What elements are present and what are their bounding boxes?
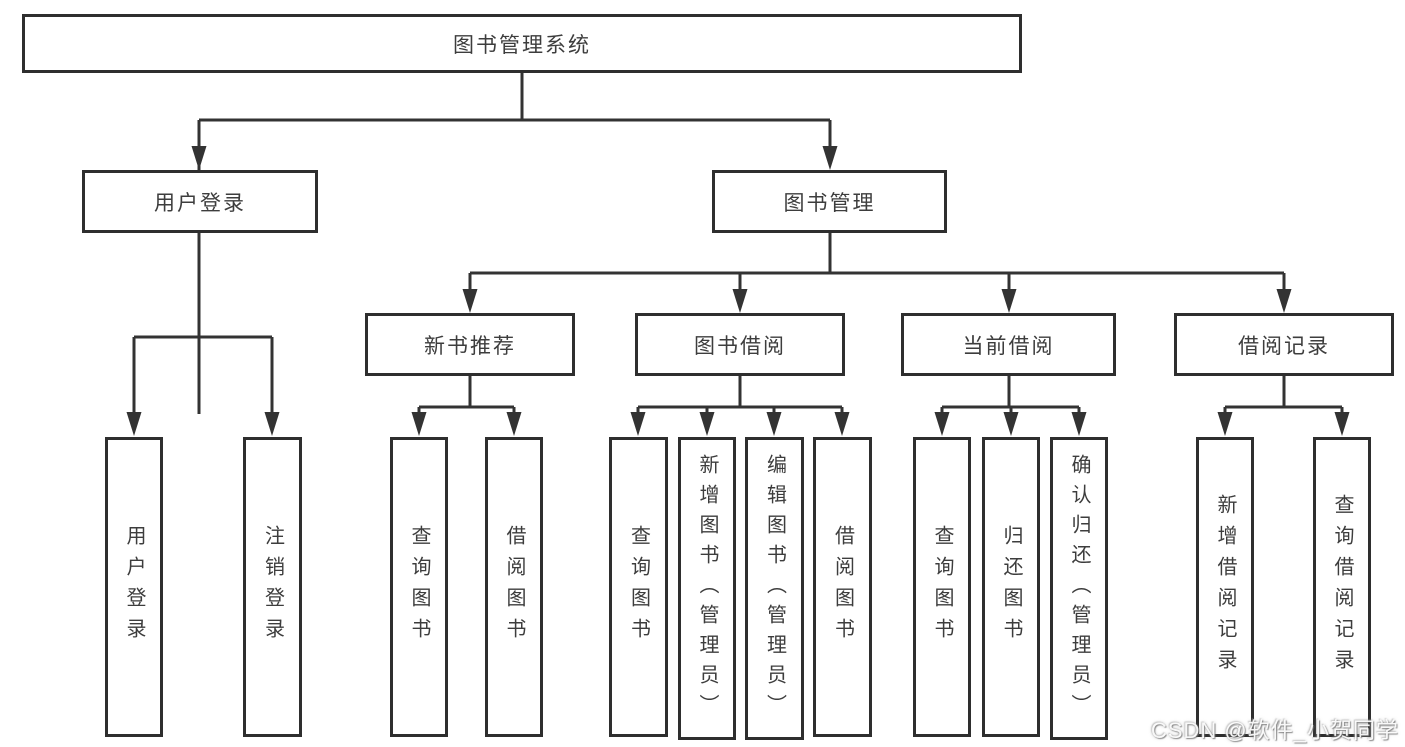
arrow-bb3 (766, 412, 782, 436)
node-book-management: 图书管理 (712, 170, 947, 233)
arrow-logout (264, 412, 280, 436)
arrow-bb4 (834, 412, 850, 436)
node-leaf-nb-borrow-books: 借阅图书 (485, 437, 543, 737)
arrow-bb2 (699, 412, 715, 436)
arrow-br1 (1217, 412, 1233, 436)
node-label: 确认归还（管理员） (1068, 453, 1090, 724)
node-book-borrowing: 图书借阅 (635, 313, 845, 376)
node-leaf-user-login: 用户登录 (105, 437, 163, 737)
arrow-br2 (1334, 412, 1350, 436)
csdn-watermark: CSDN @软件_小贺同学 (1150, 718, 1399, 743)
node-leaf-cb-confirm-return-admin: 确认归还（管理员） (1050, 437, 1108, 740)
arrow-book-borrow (732, 289, 748, 313)
node-leaf-cb-return-books: 归还图书 (982, 437, 1040, 737)
node-leaf-logout: 注销登录 (243, 437, 302, 737)
arrow-new-books (462, 289, 478, 313)
node-label: 用户登录 (123, 525, 145, 649)
node-leaf-bb-add-books-admin: 新增图书（管理员） (678, 437, 736, 740)
node-user-login: 用户登录 (82, 170, 318, 233)
arrow-user-login (191, 146, 207, 170)
node-root: 图书管理系统 (22, 14, 1022, 73)
node-label: 新增借阅记录 (1214, 494, 1236, 680)
node-label: 新增图书（管理员） (696, 453, 718, 724)
node-current-borrowing: 当前借阅 (901, 313, 1116, 376)
node-label: 归还图书 (1000, 525, 1022, 649)
arrow-borrow-records (1276, 289, 1292, 313)
arrow-nb2 (506, 412, 522, 436)
node-label: 查询图书 (627, 525, 650, 649)
node-label: 注销登录 (261, 525, 284, 649)
node-leaf-br-add-record: 新增借阅记录 (1196, 437, 1254, 737)
arrow-login (126, 412, 142, 436)
node-borrow-records: 借阅记录 (1174, 313, 1394, 376)
node-label: 借阅图书 (503, 525, 525, 649)
node-new-book-recommend: 新书推荐 (365, 313, 575, 376)
arrow-book-mgmt (822, 146, 838, 170)
node-leaf-br-query-record: 查询借阅记录 (1313, 437, 1371, 737)
arrow-current-borrow (1001, 289, 1017, 313)
node-leaf-cb-query-books: 查询图书 (913, 437, 971, 737)
arrow-bb1 (630, 412, 646, 436)
node-label: 查询借阅记录 (1331, 494, 1353, 680)
arrow-nb1 (411, 412, 427, 436)
node-leaf-bb-borrow-books: 借阅图书 (813, 437, 872, 737)
node-label: 编辑图书（管理员） (763, 453, 786, 724)
node-leaf-bb-query-books: 查询图书 (609, 437, 668, 737)
node-label: 借阅图书 (831, 525, 854, 649)
node-label: 查询图书 (408, 525, 430, 649)
node-leaf-nb-query-books: 查询图书 (390, 437, 448, 737)
arrow-cb2 (1003, 412, 1019, 436)
arrow-cb3 (1071, 412, 1087, 436)
arrowheads (126, 146, 1350, 436)
node-label: 查询图书 (931, 525, 953, 649)
node-leaf-bb-edit-books-admin: 编辑图书（管理员） (745, 437, 804, 740)
arrow-cb1 (934, 412, 950, 436)
